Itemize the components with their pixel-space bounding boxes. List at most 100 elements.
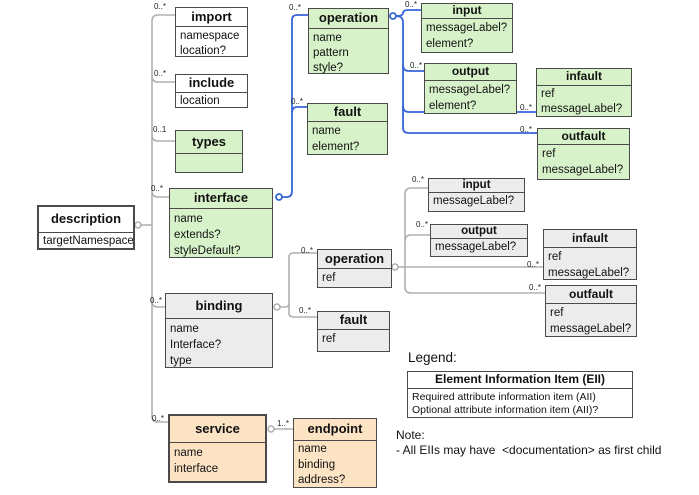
- containment-circle-ioperation: [389, 12, 397, 20]
- multiplicity-operation-binding: 0..*: [301, 246, 314, 255]
- multiplicity-endpoint: 1..*: [277, 419, 290, 428]
- attr-line: messageLabel?: [541, 103, 623, 115]
- attr-line: ref: [548, 251, 562, 263]
- multiplicity-outfault-binding: 0..*: [529, 283, 542, 292]
- box-service-title: service: [170, 416, 265, 443]
- attr-line: pattern: [313, 47, 349, 59]
- attr-line: location?: [180, 44, 227, 57]
- box-description-attrs: targetNamespace: [39, 233, 133, 248]
- attr-line: messageLabel?: [550, 322, 632, 335]
- box-input-interface-title: input: [422, 4, 512, 19]
- connector-boperation-output: [404, 234, 430, 242]
- connector-boperation-input: [404, 187, 428, 267]
- connector-binding-fault: [288, 303, 317, 318]
- multiplicity-service: 0..*: [152, 414, 165, 423]
- blue-connectors: [275, 9, 537, 201]
- box-include-attrs: location: [176, 93, 247, 108]
- attr-line: ref: [322, 333, 336, 345]
- connector-binding-operation: [280, 252, 317, 308]
- attr-line: targetNamespace: [43, 235, 133, 247]
- box-output-interface-attrs: messageLabel? element?: [425, 81, 516, 114]
- box-input-binding-attrs: messageLabel?: [429, 193, 524, 210]
- legend-box: Element Information Item (EII) Required …: [407, 371, 633, 418]
- box-import: import namespace location?: [175, 7, 248, 57]
- legend-line: Optional attribute information item (AII…: [412, 404, 599, 416]
- note-heading: Note:: [396, 428, 425, 442]
- box-infault-interface-title: infault: [537, 69, 631, 86]
- box-fault-binding-attrs: ref: [318, 330, 389, 348]
- attr-line: messageLabel?: [542, 163, 624, 176]
- multiplicity-outfault-interface: 0..*: [520, 125, 533, 134]
- connector-ioperation-output: [402, 64, 424, 72]
- multiplicity-input-binding: 0..*: [412, 175, 425, 184]
- attr-line: messageLabel?: [433, 195, 515, 207]
- attr-line: binding: [298, 458, 336, 471]
- box-fault-binding-title: fault: [318, 312, 389, 330]
- multiplicity-fault-binding: 0..*: [299, 306, 312, 315]
- connector-interface: [151, 190, 169, 198]
- box-infault-binding-title: infault: [544, 230, 636, 248]
- multiplicity-import: 0..*: [154, 2, 167, 11]
- legend-box-title: Element Information Item (EII): [408, 372, 632, 389]
- box-include: include location: [175, 74, 248, 108]
- attr-line: ref: [550, 307, 564, 319]
- attr-line: ref: [541, 88, 555, 100]
- multiplicity-operation-interface: 0..*: [289, 3, 302, 12]
- attr-line: extends?: [174, 229, 221, 241]
- box-outfault-binding: outfault ref messageLabel?: [545, 285, 637, 337]
- attr-line: messageLabel?: [429, 84, 511, 96]
- box-input-interface: input messageLabel? element?: [421, 3, 513, 53]
- attr-line: messageLabel?: [435, 241, 517, 253]
- box-interface: interface name extends? styleDefault?: [169, 188, 273, 258]
- box-infault-binding-attrs: ref messageLabel?: [544, 248, 636, 281]
- attr-line: Interface?: [170, 339, 222, 351]
- box-output-binding-attrs: messageLabel?: [431, 239, 527, 256]
- containment-circle-service: [267, 425, 275, 433]
- multiplicity-output-binding: 0..*: [416, 220, 429, 229]
- attr-line: ref: [542, 148, 556, 160]
- attr-line: name: [312, 125, 341, 137]
- connector-types: [151, 134, 175, 142]
- box-outfault-binding-title: outfault: [546, 286, 636, 304]
- connector-description-trunk: [151, 14, 175, 423]
- legend-heading: Legend:: [408, 350, 457, 365]
- box-outfault-interface-title: outfault: [538, 129, 629, 145]
- attr-line: interface: [174, 463, 219, 475]
- box-operation-binding: operation ref: [317, 249, 392, 288]
- box-operation-binding-attrs: ref: [318, 269, 391, 287]
- multiplicity-output-interface: 0..*: [410, 61, 423, 70]
- box-operation-interface-title: operation: [309, 9, 388, 29]
- attr-line: name: [313, 32, 342, 44]
- box-endpoint: endpoint name binding address?: [293, 418, 377, 488]
- attr-line: style?: [313, 62, 344, 74]
- box-types-title: types: [176, 131, 242, 154]
- attr-line: address?: [298, 474, 346, 486]
- box-infault-binding: infault ref messageLabel?: [543, 229, 637, 280]
- box-service-attrs: name interface: [170, 443, 265, 477]
- box-outfault-interface-attrs: ref messageLabel?: [538, 145, 629, 178]
- attr-line: messageLabel?: [548, 266, 630, 279]
- box-fault-interface-title: fault: [308, 104, 387, 122]
- containment-circle-interface: [275, 193, 283, 201]
- box-types-attrs: [176, 154, 242, 156]
- connector-ioperation-input: [395, 9, 421, 17]
- box-operation-interface: operation name pattern style?: [308, 8, 389, 74]
- multiplicity-input-interface: 0..*: [405, 0, 418, 9]
- note-line: - All EIIs may have <documentation> as f…: [396, 443, 662, 457]
- attr-line: element?: [312, 140, 360, 153]
- attr-line: messageLabel?: [426, 22, 508, 34]
- attr-line: namespace: [180, 30, 240, 42]
- attr-line: name: [298, 443, 327, 455]
- connector-boperation-outfault: [404, 267, 545, 294]
- box-infault-interface-attrs: ref messageLabel?: [537, 86, 631, 117]
- connector-ioperation-infault: [402, 105, 536, 113]
- multiplicity-binding: 0..*: [150, 296, 163, 305]
- box-operation-binding-title: operation: [318, 250, 391, 269]
- box-interface-attrs: name extends? styleDefault?: [170, 209, 272, 259]
- box-output-binding: output messageLabel?: [430, 224, 528, 257]
- box-outfault-interface: outfault ref messageLabel?: [537, 128, 630, 180]
- multiplicity-infault-interface: 0..*: [520, 103, 533, 112]
- box-interface-title: interface: [170, 189, 272, 209]
